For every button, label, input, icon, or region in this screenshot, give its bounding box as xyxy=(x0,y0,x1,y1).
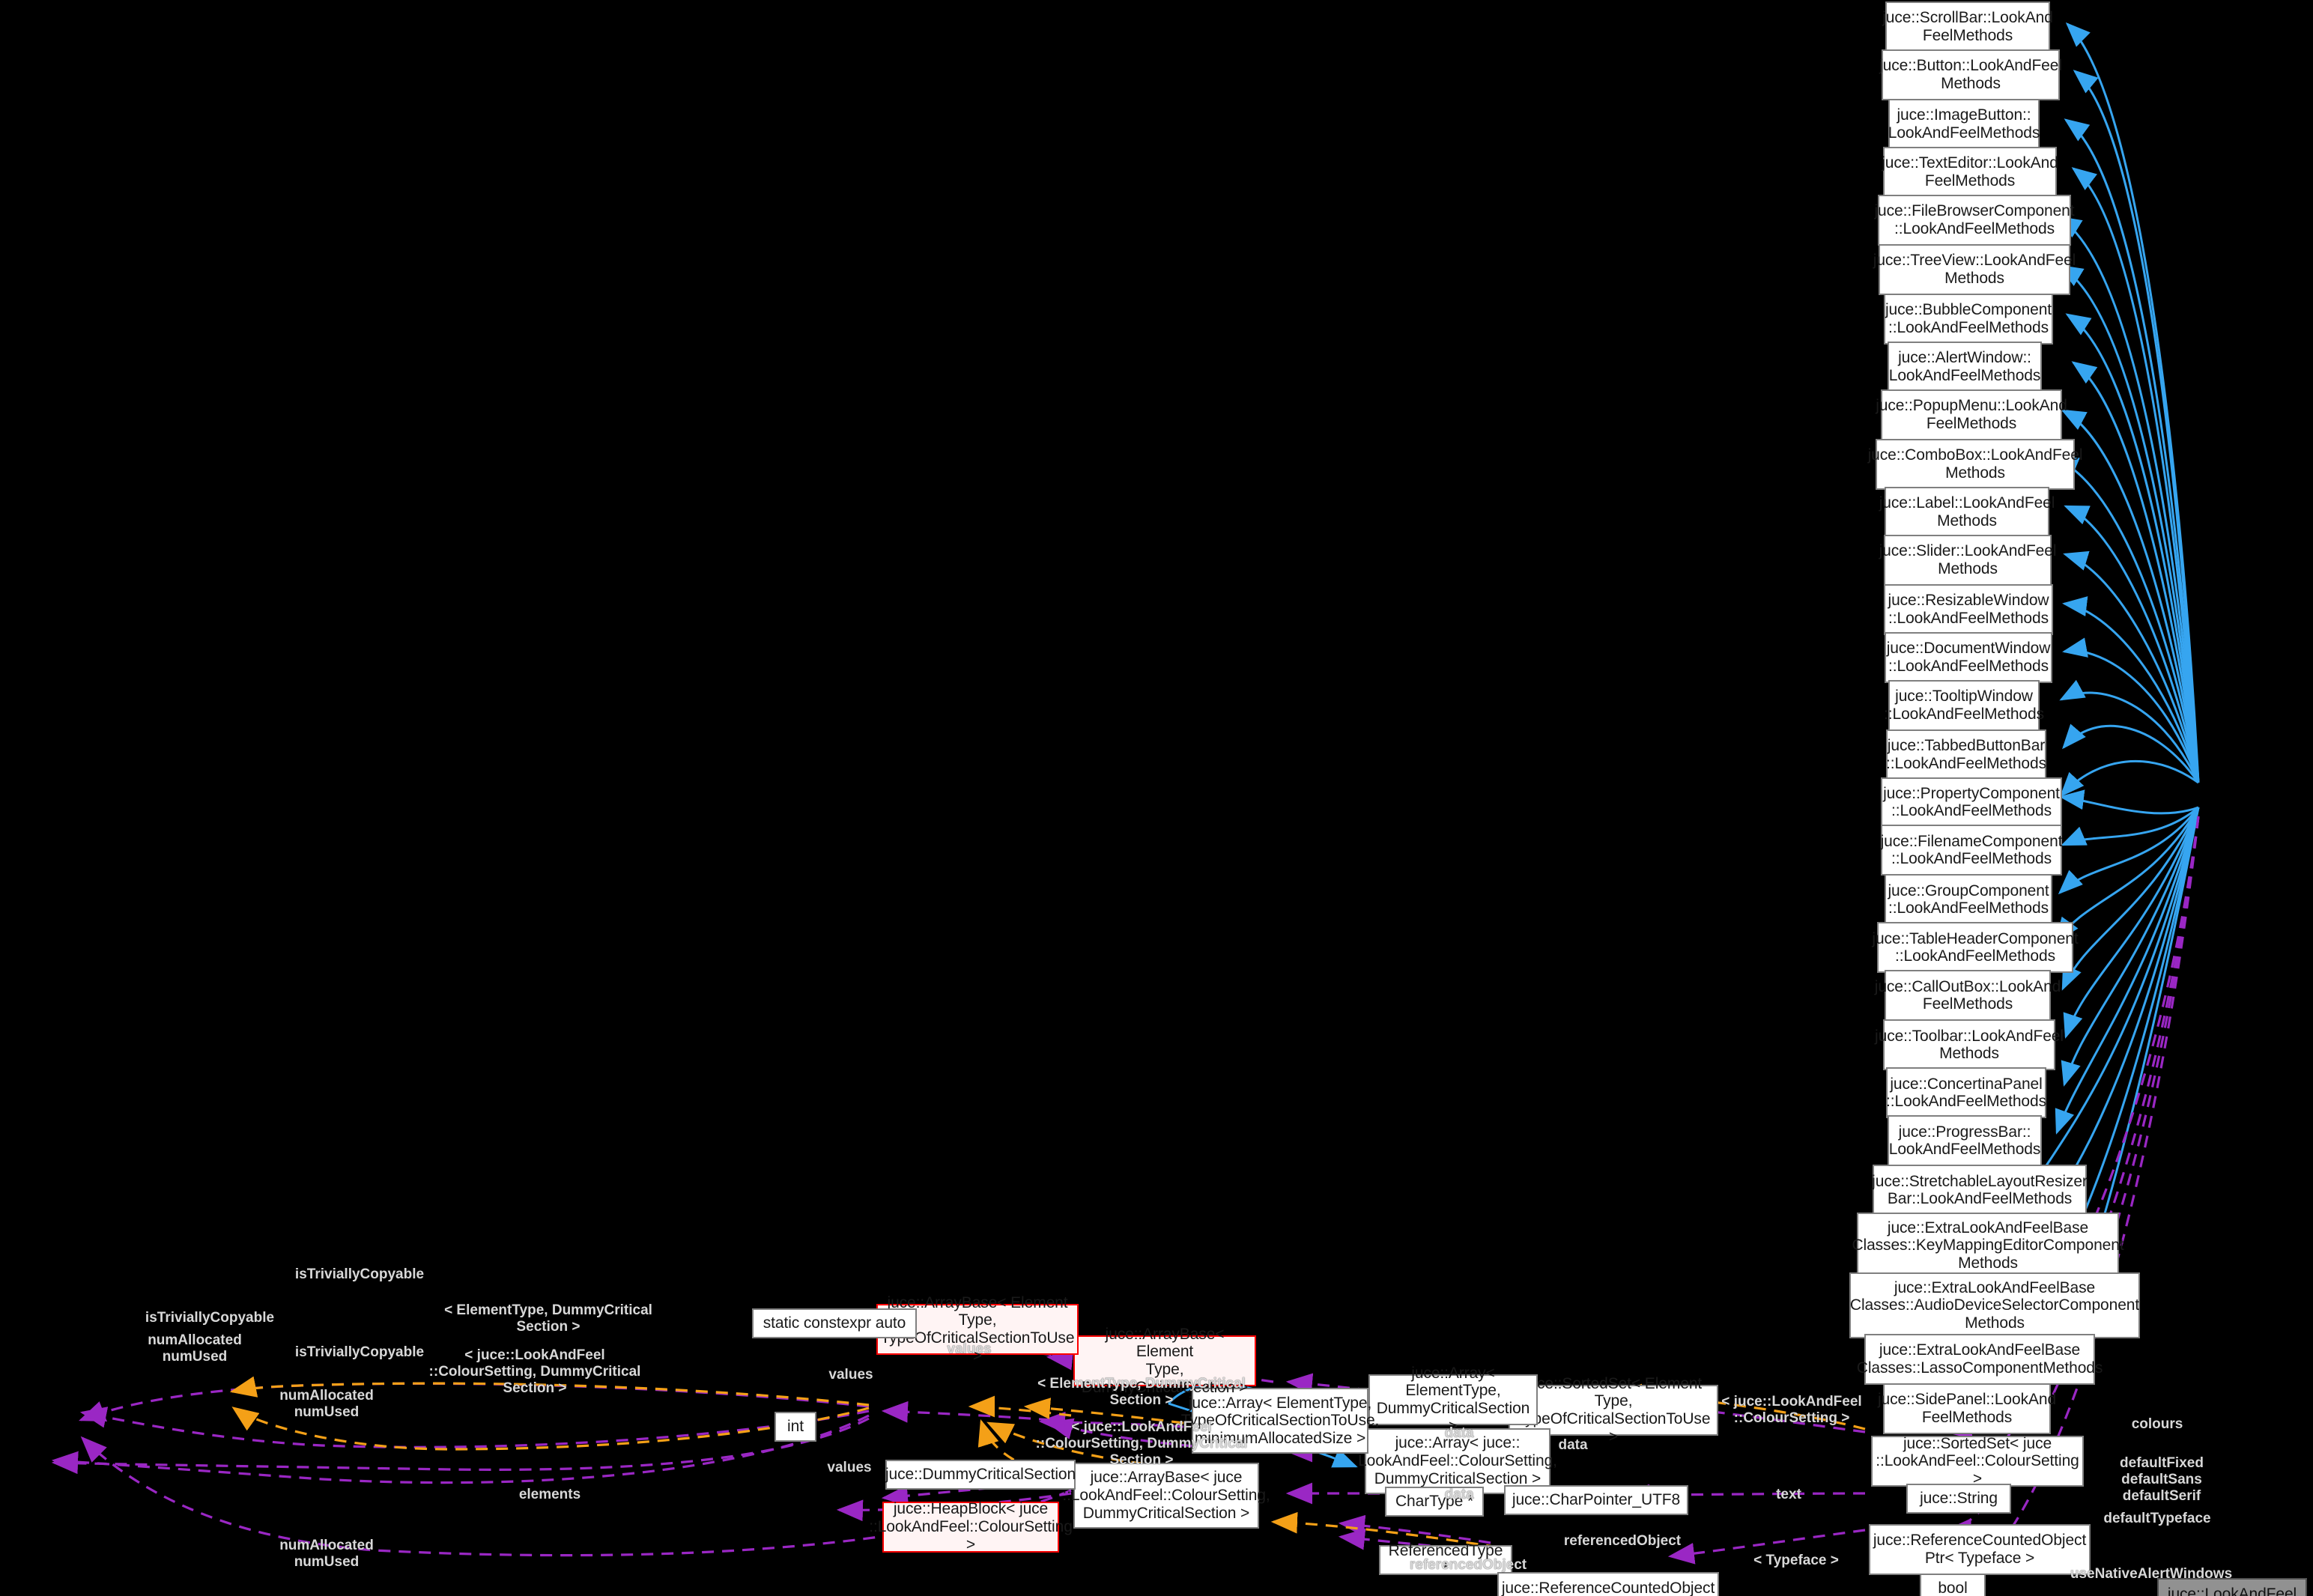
edge-label: data xyxy=(1444,1425,1474,1442)
edge-label: < juce::LookAndFeel ::ColourSetting, Dum… xyxy=(1035,1419,1248,1468)
edge-label: < ElementType, DummyCritical Section > xyxy=(1037,1376,1246,1408)
edge-label: < juce::LookAndFeel ::ColourSetting, Dum… xyxy=(428,1347,641,1396)
edge-label: text xyxy=(1776,1487,1801,1503)
class-node-tabbedbuttonbar[interactable]: juce::TabbedButtonBar ::LookAndFeelMetho… xyxy=(1886,729,2046,780)
edge-label: < juce::LookAndFeel ::ColourSetting > xyxy=(1721,1394,1862,1426)
class-node-sortedset_cs[interactable]: juce::SortedSet< juce ::LookAndFeel::Col… xyxy=(1871,1435,2084,1487)
edge-label: isTriviallyCopyable xyxy=(294,1266,425,1283)
edge-label: values xyxy=(827,1460,872,1476)
class-node-tooltipwindow[interactable]: juce::TooltipWindow ::LookAndFeelMethods xyxy=(1884,679,2044,731)
class-node-sidepanel[interactable]: juce::SidePanel::LookAnd FeelMethods xyxy=(1878,1383,2056,1435)
class-node-slider[interactable]: juce::Slider::LookAndFeel Methods xyxy=(1879,534,2057,586)
class-node-filenamecomp[interactable]: juce::FilenameComponent ::LookAndFeelMet… xyxy=(1881,825,2063,876)
class-node-bool[interactable]: bool xyxy=(1920,1574,1986,1596)
class-node-array_cs_dcs[interactable]: juce::Array< juce:: LookAndFeel::ColourS… xyxy=(1358,1428,1557,1495)
class-node-staticconstexpr[interactable]: static constexpr auto xyxy=(752,1308,917,1339)
class-node-charpointer[interactable]: juce::CharPointer_UTF8 xyxy=(1504,1485,1688,1516)
class-node-referencedtype[interactable]: ReferencedType * xyxy=(1379,1542,1512,1577)
edge-label: values xyxy=(828,1367,873,1383)
class-node-string[interactable]: juce::String xyxy=(1906,1484,2011,1514)
edge-label: values xyxy=(947,1341,992,1358)
edge-label: isTriviallyCopyable xyxy=(294,1344,425,1361)
class-node-dummycriticalsection[interactable]: juce::DummyCriticalSection xyxy=(885,1460,1076,1490)
edge-label: elements xyxy=(518,1487,581,1503)
class-node-arraybase_cs_dcs[interactable]: juce::ArrayBase< juce ::LookAndFeel::Col… xyxy=(1062,1463,1270,1529)
edge-label: referencedObject xyxy=(1409,1557,1527,1574)
class-node-sortedset_elem[interactable]: juce::SortedSet< Element Type, TypeOfCri… xyxy=(1509,1375,1718,1445)
class-node-texteditor[interactable]: juce::TextEditor::LookAnd FeelMethods xyxy=(1882,146,2058,198)
edge-label: colours xyxy=(2131,1416,2183,1433)
class-node-groupcomp[interactable]: juce::GroupComponent ::LookAndFeelMethod… xyxy=(1885,874,2052,926)
edge-label: < ElementType, DummyCritical Section > xyxy=(444,1302,652,1335)
edge-label: data xyxy=(1558,1437,1588,1454)
class-node-alertwindow[interactable]: juce::AlertWindow:: LookAndFeelMethods xyxy=(1888,341,2042,392)
class-node-propertycomp[interactable]: juce::PropertyComponent ::LookAndFeelMet… xyxy=(1881,777,2062,828)
class-node-tableheader[interactable]: juce::TableHeaderComponent ::LookAndFeel… xyxy=(1872,922,2079,974)
class-node-popupmenu[interactable]: juce::PopupMenu::LookAnd FeelMethods xyxy=(1876,389,2067,440)
class-node-lookandfeel[interactable]: juce::LookAndFeel xyxy=(2157,1578,2307,1596)
edge-label: referencedObject xyxy=(1563,1533,1682,1550)
edge-label: useNativeAlertWindows xyxy=(2070,1566,2233,1583)
class-node-array_elem_tocs[interactable]: juce::Array< ElementType, TypeOfCritical… xyxy=(1181,1388,1379,1454)
class-node-toolbar[interactable]: juce::Toolbar::LookAndFeel Methods xyxy=(1875,1019,2064,1071)
class-node-imagebutton[interactable]: juce::ImageButton:: LookAndFeelMethods xyxy=(1888,98,2040,150)
class-node-calloutbox[interactable]: juce::CallOutBox::LookAnd FeelMethods xyxy=(1875,970,2061,1022)
class-node-bubble[interactable]: juce::BubbleComponent ::LookAndFeelMetho… xyxy=(1884,293,2053,345)
edge-label: defaultTypeface xyxy=(2103,1511,2211,1527)
class-node-rcop_typeface[interactable]: juce::ReferenceCountedObject Ptr< Typefa… xyxy=(1869,1524,2091,1575)
class-node-lasso[interactable]: juce::ExtraLookAndFeelBase Classes::Lass… xyxy=(1857,1334,2103,1386)
class-node-audiodevice[interactable]: juce::ExtraLookAndFeelBase Classes::Audi… xyxy=(1849,1272,2140,1339)
class-node-button[interactable]: juce::Button::LookAndFeel Methods xyxy=(1879,49,2062,100)
class-node-scrollbar[interactable]: juce::ScrollBar::LookAnd FeelMethods xyxy=(1882,1,2053,52)
class-node-chartype[interactable]: CharType * xyxy=(1385,1487,1484,1517)
class-node-concertina[interactable]: juce::ConcertinaPanel ::LookAndFeelMetho… xyxy=(1886,1067,2046,1119)
class-node-filebrowser[interactable]: juce::FileBrowserComponent ::LookAndFeel… xyxy=(1874,194,2075,246)
edge-label: numAllocated numUsed xyxy=(279,1538,374,1570)
class-node-array_elem_dcs[interactable]: juce::Array< ElementType, DummyCriticalS… xyxy=(1368,1365,1538,1435)
class-node-label[interactable]: juce::Label::LookAndFeel Methods xyxy=(1879,486,2055,538)
edge-label: numAllocated numUsed xyxy=(148,1332,242,1365)
class-node-rcop_objecttype[interactable]: juce::ReferenceCountedObject Ptr< Object… xyxy=(1497,1572,1719,1596)
edge-label: defaultFixed defaultSans defaultSerif xyxy=(2120,1455,2204,1504)
class-node-int[interactable]: int xyxy=(774,1412,816,1442)
class-node-treeview[interactable]: juce::TreeView::LookAndFeel Methods xyxy=(1873,243,2076,295)
class-node-combobox[interactable]: juce::ComboBox::LookAndFeel Methods xyxy=(1868,438,2083,490)
edge-label: isTriviallyCopyable xyxy=(145,1310,275,1326)
class-node-stretchable[interactable]: juce::StretchableLayoutResizer Bar::Look… xyxy=(1872,1165,2088,1216)
class-node-keymapping[interactable]: juce::ExtraLookAndFeelBase Classes::KeyM… xyxy=(1852,1213,2124,1279)
edge-label: numAllocated numUsed xyxy=(279,1388,374,1420)
class-node-resizablewindow[interactable]: juce::ResizableWindow ::LookAndFeelMetho… xyxy=(1884,583,2053,635)
class-node-documentwindow[interactable]: juce::DocumentWindow ::LookAndFeelMethod… xyxy=(1885,631,2052,683)
edge-label: < Typeface > xyxy=(1753,1553,1839,1569)
edge-label: data xyxy=(1444,1487,1474,1503)
class-node-heapblock[interactable]: juce::HeapBlock< juce ::LookAndFeel::Col… xyxy=(869,1500,1073,1553)
class-node-progressbar[interactable]: juce::ProgressBar:: LookAndFeelMethods xyxy=(1888,1115,2042,1167)
